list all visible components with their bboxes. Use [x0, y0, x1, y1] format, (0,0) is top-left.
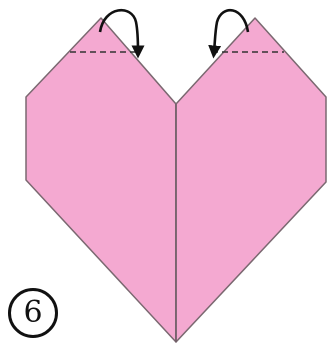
step-number-badge: 6 — [8, 288, 58, 338]
step-number: 6 — [23, 298, 42, 328]
heart-right-half — [176, 18, 326, 342]
